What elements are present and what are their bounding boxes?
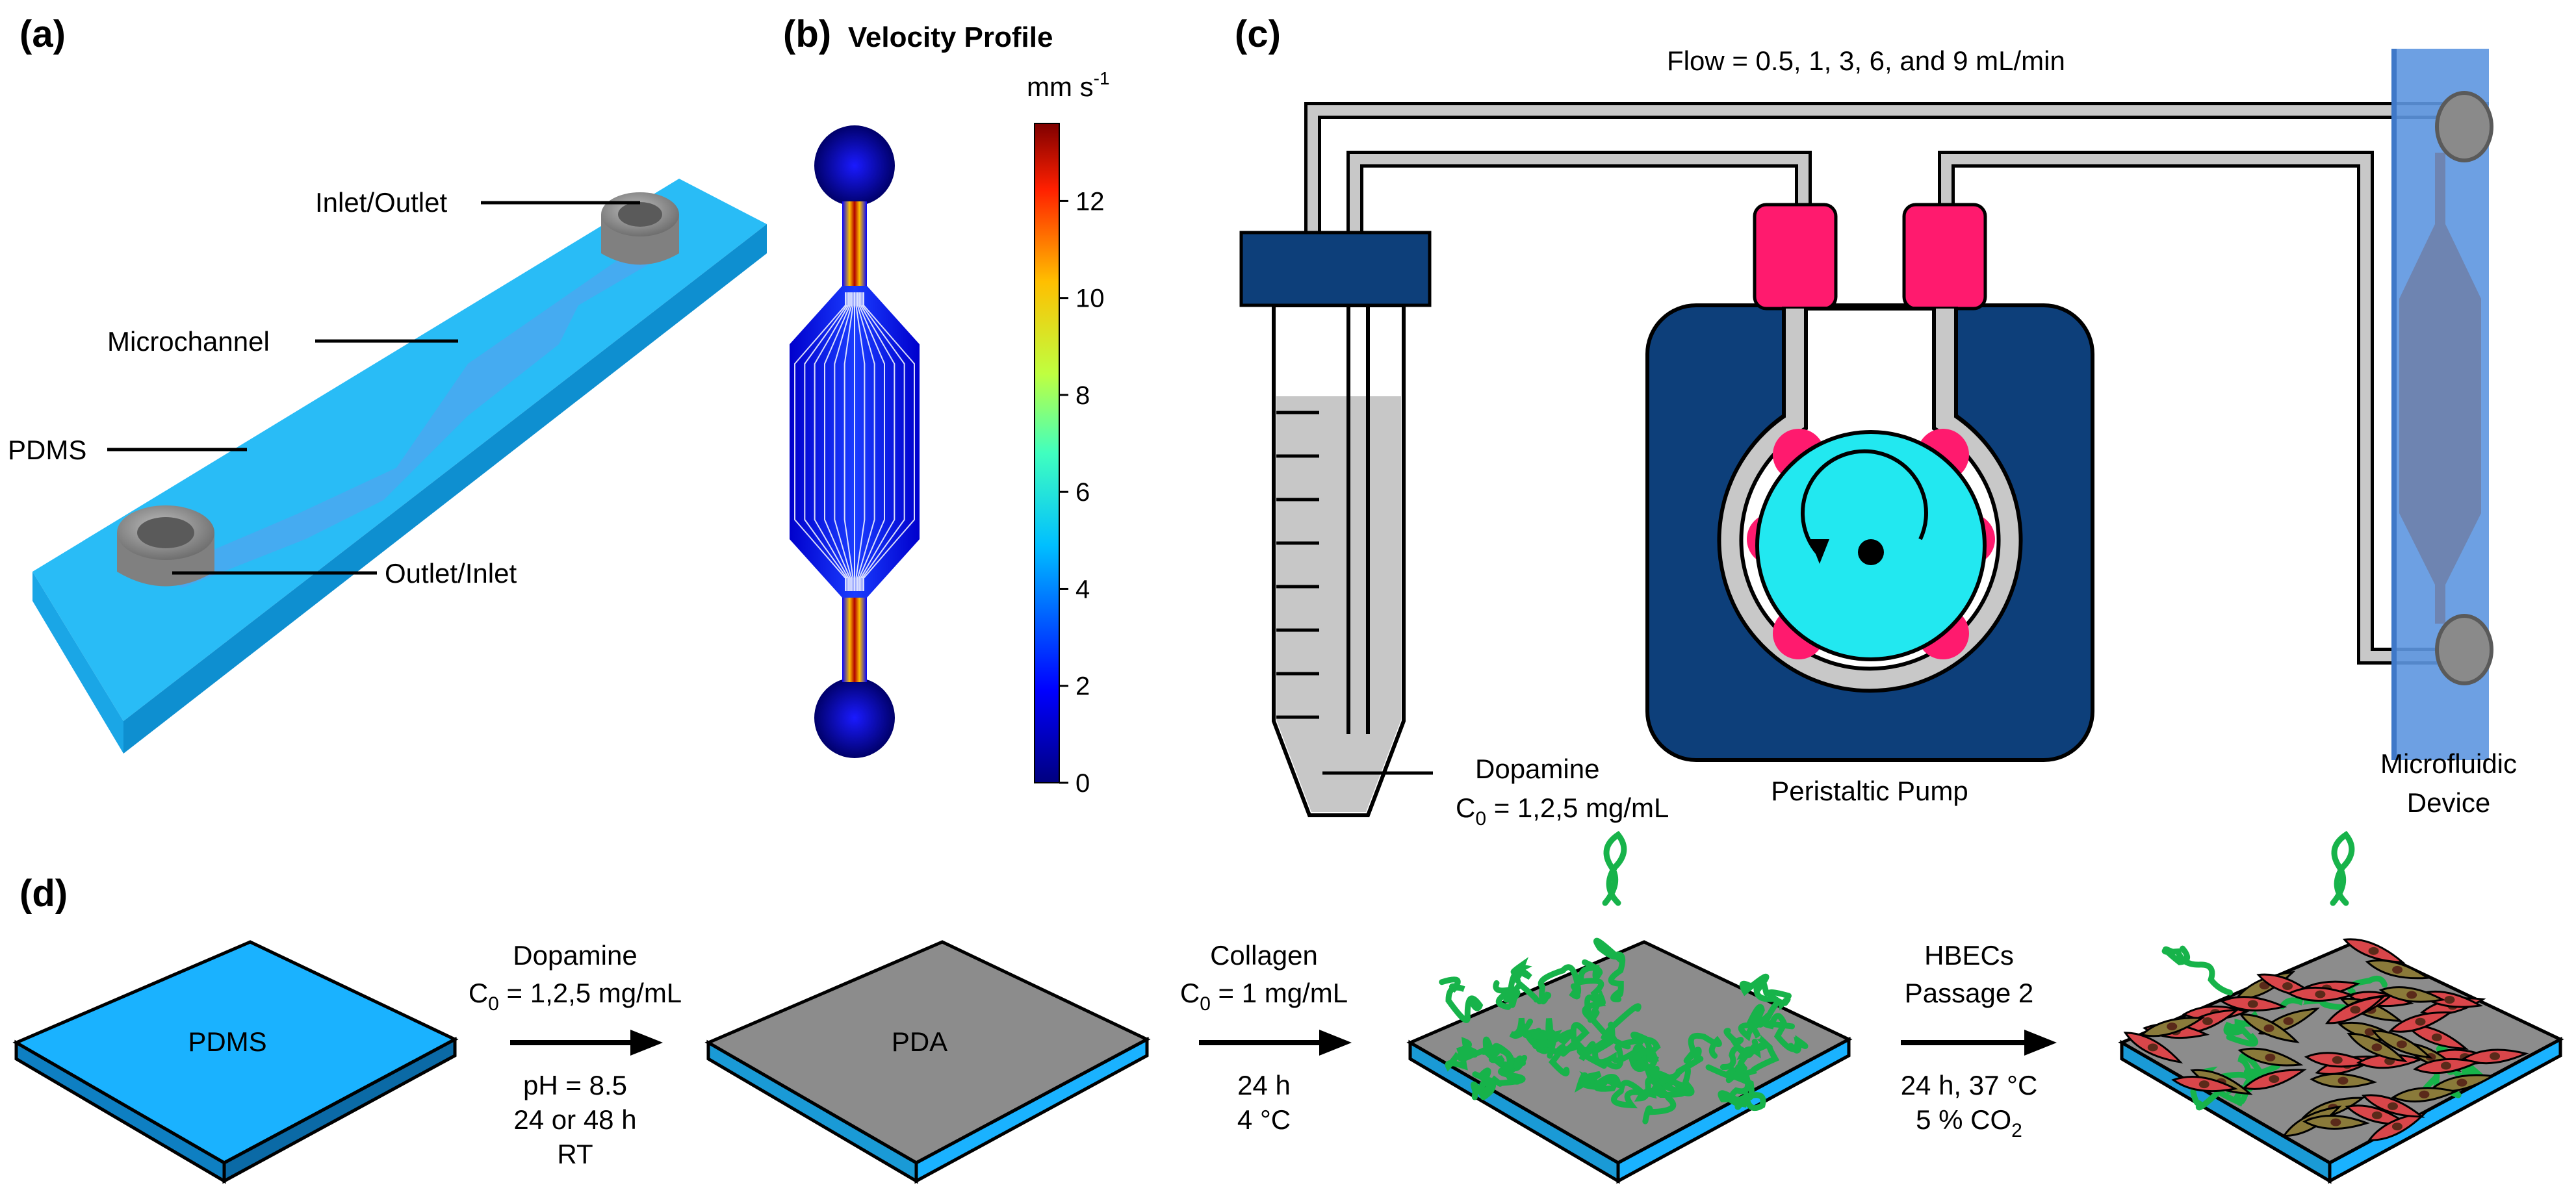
label-microchannel: Microchannel <box>107 326 270 357</box>
device-port-top <box>2435 91 2493 162</box>
panel-d-tag: (d) <box>19 872 68 915</box>
flow-text: Flow = 0.5, 1, 3, 6, and 9 mL/min <box>1667 45 2065 76</box>
label-dopamine-conc: C0 = 1,2,5 mg/mL <box>1456 793 1669 830</box>
step1-conc: C0 = 1,2,5 mg/mL <box>469 978 682 1015</box>
pdms-slab-top <box>32 179 767 721</box>
step1-temp: RT <box>557 1139 593 1169</box>
pdms-slab-side <box>123 224 767 754</box>
microchannel-shape <box>162 247 656 588</box>
label-inlet-outlet: Inlet/Outlet <box>315 187 447 218</box>
label-pdms: PDMS <box>8 435 86 465</box>
colorbar-tick-label: 4 <box>1075 575 1090 603</box>
device-port-bottom <box>2435 614 2493 685</box>
label-outlet-inlet: Outlet/Inlet <box>385 558 517 589</box>
colorbar-tick-label: 10 <box>1075 285 1105 313</box>
slab-pda: PDA <box>704 940 1151 1184</box>
pdms-slab-front <box>32 572 123 754</box>
velocity-field <box>790 125 920 758</box>
step3-co2: 5 % CO2 <box>1916 1104 2022 1141</box>
outlet-sphere <box>814 678 895 758</box>
inlet-sphere <box>814 125 895 206</box>
colorbar-tick-label: 12 <box>1075 187 1105 216</box>
colorbar-tick-label: 8 <box>1075 381 1090 410</box>
collagen-fibers <box>1439 830 1809 1124</box>
label-pda-slab: PDA <box>892 1026 947 1057</box>
step2-arrow-head <box>1319 1030 1352 1056</box>
rotation-arrow <box>1800 449 1928 557</box>
microfluidic-device <box>2391 49 2493 760</box>
panel-b-title: Velocity Profile <box>848 21 1053 53</box>
step2-time: 24 h <box>1237 1070 1291 1100</box>
step2-temp: 4 °C <box>1237 1104 1291 1135</box>
step-2: Collagen C0 = 1 mg/mL 24 h 4 °C <box>1180 940 1352 1135</box>
panel-b: (b) Velocity Profile mm s-1 12 10 8 6 4 2 0 <box>783 13 1110 798</box>
slab-collagen <box>1406 830 1853 1184</box>
panel-b-tag: (b) <box>783 13 831 55</box>
device-channel <box>2399 153 2481 624</box>
step3-cells: HBECs <box>1924 940 2014 971</box>
step2-conc: C0 = 1 mg/mL <box>1180 978 1348 1015</box>
pump-connector-right <box>1902 203 1987 311</box>
panel-c: (c) Flow = 0.5, 1, 3, 6, and 9 mL/min <box>1235 13 2517 830</box>
slab-cells <box>2118 830 2564 1184</box>
cells-layer <box>2123 938 2529 1141</box>
step3-conditions: 24 h, 37 °C <box>1901 1070 2038 1100</box>
label-pdms-slab: PDMS <box>188 1026 266 1057</box>
step-3: HBECs Passage 2 24 h, 37 °C 5 % CO2 <box>1901 940 2057 1141</box>
peristaltic-pump <box>1645 203 2094 762</box>
step1-time: 24 or 48 h <box>513 1104 636 1135</box>
pump-connector-left <box>1753 203 1838 311</box>
label-dopamine: Dopamine <box>1475 754 1599 784</box>
step1-reagent: Dopamine <box>513 940 637 971</box>
colorbar-unit: mm s-1 <box>1027 68 1110 102</box>
panel-c-tag: (c) <box>1235 13 1281 55</box>
slab-pdms: PDMS <box>12 940 459 1184</box>
step1-arrow-head <box>630 1030 663 1056</box>
rotor-axis <box>1858 539 1884 565</box>
step1-ph: pH = 8.5 <box>523 1070 627 1100</box>
step3-passage: Passage 2 <box>1905 978 2033 1008</box>
step2-reagent: Collagen <box>1210 940 1318 971</box>
panel-a-tag: (a) <box>19 13 66 55</box>
label-device-1: Microfluidic <box>2380 748 2517 779</box>
label-device-2: Device <box>2407 787 2490 818</box>
colorbar-tick-label: 6 <box>1075 478 1090 507</box>
neck-top <box>842 201 867 292</box>
neck-bottom <box>842 591 867 682</box>
step3-arrow-head <box>2024 1030 2057 1056</box>
step-1: Dopamine C0 = 1,2,5 mg/mL pH = 8.5 24 or… <box>469 940 682 1169</box>
panel-d: (d) PDMS Dopamine C0 = 1,2,5 mg/mL pH = … <box>12 830 2564 1184</box>
colorbar-tick-label: 0 <box>1075 769 1090 798</box>
label-pump: Peristaltic Pump <box>1771 776 1968 806</box>
colorbar-tick-label: 2 <box>1075 672 1090 701</box>
colorbar <box>1034 123 1060 783</box>
panel-a: (a) Inlet/Outlet Microchannel PDMS Outle… <box>8 13 767 754</box>
falcon-tube <box>1239 231 1433 817</box>
tube-cap <box>1239 231 1432 307</box>
